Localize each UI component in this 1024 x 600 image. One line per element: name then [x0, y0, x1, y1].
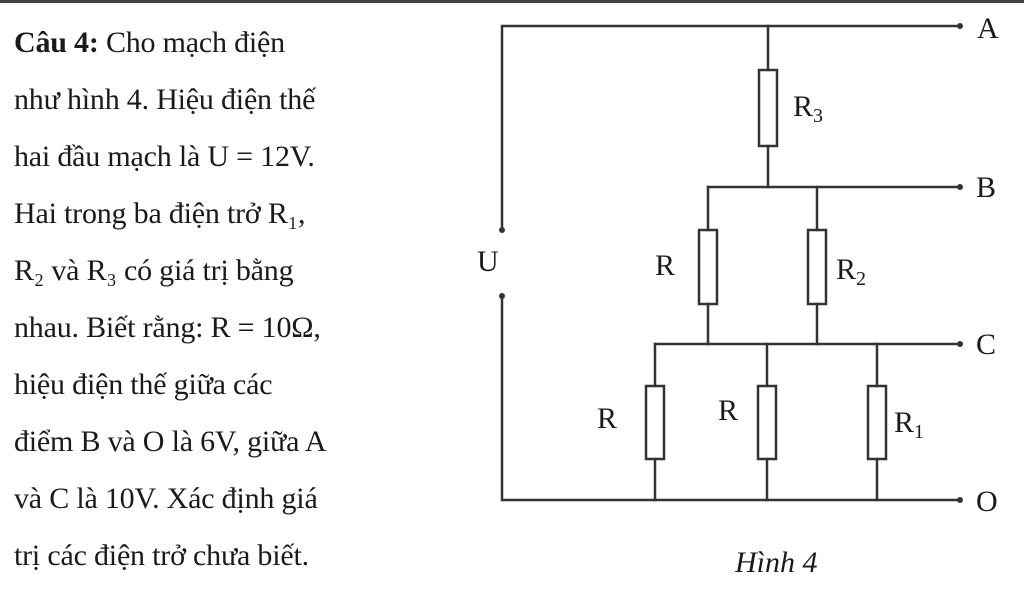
node-o-label: O	[976, 485, 998, 518]
question-label: Câu 4:	[14, 26, 99, 59]
problem-line-1: Câu 4: Cho mạch điện	[14, 14, 434, 71]
node-c-label: C	[976, 328, 996, 361]
resistor-r2-label-base: R	[836, 253, 856, 286]
problem-line-5: R₂ và R₃ có giá trị bằng	[14, 254, 294, 287]
resistor-r2	[806, 228, 828, 306]
source-terminal-top	[499, 227, 505, 233]
problem-line-4: Hai trong ba điện trở R₁,	[14, 197, 306, 230]
node-a-dot	[957, 23, 963, 29]
resistor-r3-label: R3	[793, 90, 823, 127]
problem-line-1-text: Cho mạch điện	[98, 26, 285, 59]
problem-line-9: và C là 10V. Xác định giá	[14, 482, 318, 515]
source-label: U	[477, 245, 499, 278]
source-terminal-bottom	[499, 293, 505, 299]
resistor-r-middle-label-base: R	[655, 249, 675, 282]
top-border-line	[0, 0, 1024, 3]
wire-top-to-a	[500, 24, 960, 232]
node-c-dot	[957, 341, 963, 347]
resistor-r-bottom-1-label: R	[597, 402, 617, 435]
resistor-r-bottom-2	[756, 384, 778, 461]
resistor-r-middle	[697, 228, 719, 306]
resistor-r2-label-sub: 2	[856, 268, 866, 290]
node-b-dot	[957, 184, 963, 190]
resistor-r-bottom-1	[644, 384, 666, 461]
problem-line-8: điểm B và O là 6V, giữa A	[14, 425, 327, 458]
resistor-r3-label-base: R	[793, 90, 813, 123]
node-a-label: A	[977, 12, 999, 45]
resistor-r-bottom-2-label: R	[718, 394, 738, 427]
resistor-r1	[866, 384, 888, 461]
problem-text: Câu 4: Cho mạch điện như hình 4. Hiệu đi…	[14, 14, 434, 584]
resistor-r1-label-sub: 1	[914, 421, 924, 443]
problem-line-2: như hình 4. Hiệu điện thế	[14, 83, 316, 116]
resistor-r3	[757, 68, 779, 148]
resistor-r-bottom-1-label-base: R	[597, 402, 617, 435]
problem-line-10: trị các điện trở chưa biết.	[14, 539, 309, 572]
resistor-r1-label: R1	[894, 406, 924, 443]
resistor-r-middle-label: R	[655, 249, 675, 282]
resistor-r-bottom-2-label-base: R	[718, 394, 738, 427]
node-o-dot	[957, 497, 963, 503]
node-b-label: B	[976, 171, 996, 204]
resistor-r2-label: R2	[836, 253, 866, 290]
problem-line-3: hai đầu mạch là U = 12V.	[14, 140, 315, 173]
wire-bottom-to-o	[500, 294, 960, 502]
problem-line-7: hiệu điện thế giữa các	[14, 368, 273, 401]
problem-line-6: nhau. Biết rằng: R = 10Ω,	[14, 311, 321, 344]
resistor-r1-label-base: R	[894, 406, 914, 439]
resistor-r3-label-sub: 3	[813, 105, 823, 127]
figure-caption: Hình 4	[735, 546, 818, 579]
